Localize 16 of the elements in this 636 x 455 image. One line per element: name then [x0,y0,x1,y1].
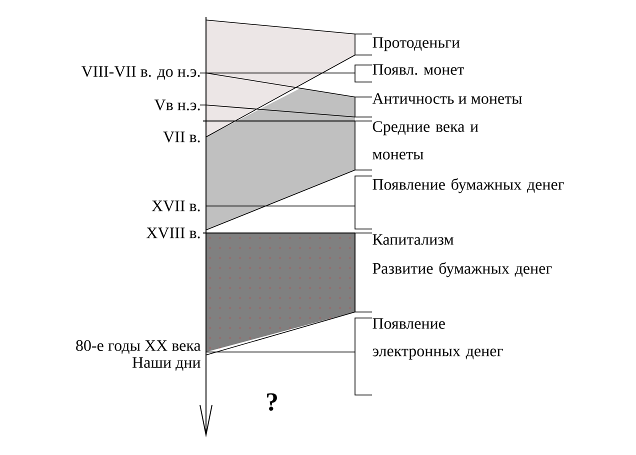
period-label: Появление бумажных денег [372,178,564,194]
date-label: XVII в. [152,200,200,212]
date-label: 80-е годы XX века [76,340,201,354]
date-label: VII в. [163,132,200,142]
question-mark: ? [267,393,277,411]
period-label: Протоденьги [372,37,460,52]
date-label: Vв н.э. [154,100,200,110]
period-label: Развитие бумажных денег [372,262,552,278]
date-label: Наши дни [132,357,200,371]
period-label: Средние века и монеты [372,121,478,160]
date-label: VIII-VII в. до н.э. [81,66,200,80]
period-label: Античность и монеты [372,93,522,104]
date-label: XVIII в. [146,228,200,238]
period-label: Появл. монет [372,64,464,75]
period-label: Появление электронных денег [372,318,503,360]
period-label: Капитализм [372,234,454,245]
